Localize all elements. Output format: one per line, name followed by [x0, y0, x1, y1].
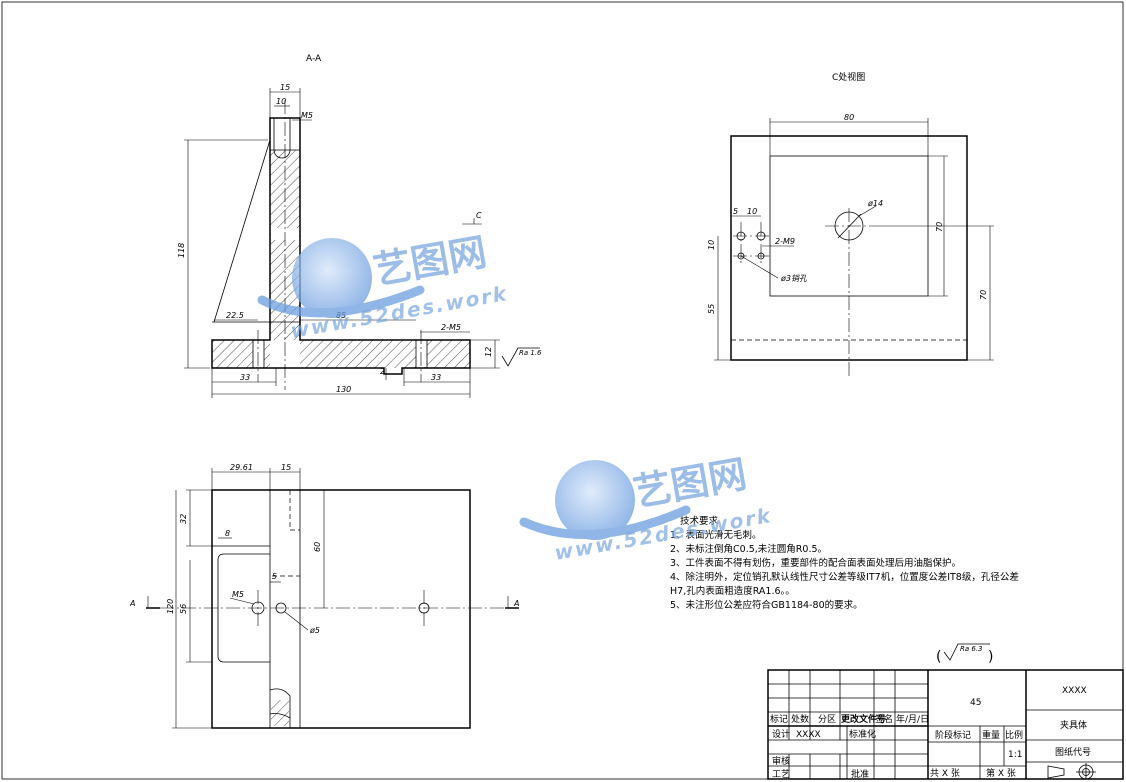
- tb-h-count: 处数: [791, 713, 809, 725]
- dim-flange-left: 22.5: [226, 311, 244, 320]
- plan-view: 29.61 15 32 120 56 8 5 60 M5 ø5 A A: [129, 463, 519, 729]
- section-aa-title: A-A: [306, 54, 322, 64]
- svg-text:(: (: [936, 649, 941, 665]
- dim-right-bolt: 33: [431, 373, 441, 382]
- dim-left-32: 32: [179, 514, 188, 524]
- tb-drawing-no-label: 图纸代号: [1055, 746, 1091, 758]
- dim-pocket-8: 8: [225, 529, 230, 538]
- view-c-outline: [730, 135, 968, 361]
- tb-h-date: 年/月/日: [896, 713, 929, 725]
- tech-requirements: 技术要求 1、表面光滑无毛刺。 2、未标注倒角C0.5,未注圆角R0.5。 3、…: [670, 515, 1019, 611]
- roughness-value: Ra 1.6: [519, 349, 542, 357]
- dim-left-120: 120: [166, 599, 175, 614]
- tb-approve-label: 批准: [851, 768, 869, 780]
- general-roughness-value: Ra 6.3: [960, 645, 983, 653]
- dim-mid-5: 5: [272, 572, 277, 581]
- tb-scale-value: 1:1: [1008, 750, 1022, 760]
- dim-off-5: 5: [733, 207, 738, 216]
- tb-review-label: 审核: [772, 755, 790, 767]
- flange-right-hatch: [300, 340, 470, 368]
- watermark-globe-icon: [257, 238, 425, 318]
- tech-item-2: 2、未标注倒角C0.5,未注圆角R0.5。: [670, 543, 827, 555]
- dim-total-width: 130: [336, 385, 351, 394]
- tb-h-zone: 分区: [818, 714, 836, 725]
- tech-item-5: H7,孔内表面粗造度RA1.6。。: [670, 585, 795, 597]
- tb-stage-label: 阶段标记: [935, 729, 971, 741]
- dim-left-56: 56: [179, 604, 188, 614]
- tb-sheets: 共 X 张: [930, 768, 960, 779]
- dim-height: 118: [177, 243, 186, 258]
- dim-top-right: 15: [281, 463, 291, 472]
- tech-item-1: 1、表面光滑无毛刺。: [670, 529, 762, 541]
- section-outline: [211, 117, 471, 375]
- tb-design-label: 设计: [772, 728, 790, 740]
- tb-h-sign: 签名: [875, 713, 893, 725]
- tb-scale-label: 比例: [1005, 729, 1023, 741]
- dim-pocket-height: 70: [935, 222, 944, 232]
- roughness-symbol: [501, 347, 540, 367]
- tb-code-top: XXXX: [1062, 686, 1087, 696]
- dim-hole-depth: 10: [276, 97, 286, 106]
- tb-sheet-no: 第 X 张: [986, 767, 1016, 779]
- tb-design-value: XXXX: [796, 730, 821, 740]
- cut-label-c: C: [476, 211, 482, 220]
- tb-craft-label: 工艺: [772, 769, 790, 780]
- view-c: C处视图 80 ø14 5 10 2-M9 ø3销孔 10 55: [707, 71, 994, 378]
- section-aa-view: A-A 15 10 M5 1: [177, 54, 542, 398]
- tb-part-name: 夹具体: [1060, 719, 1087, 731]
- view-c-title: C处视图: [832, 71, 865, 83]
- dim-thread: M5: [232, 590, 244, 599]
- dim-right-70: 70: [979, 290, 988, 300]
- tech-item-6: 5、未注形位公差应符合GB1184-80的要求。: [670, 599, 863, 611]
- projection-symbol-icon: [1047, 763, 1096, 780]
- dim-thread-base: 2-M5: [441, 323, 461, 332]
- tb-material: 45: [970, 698, 981, 708]
- section-mark-left: A: [129, 599, 135, 608]
- tech-item-4: 4、除注明外，定位销孔默认线性尺寸公差等级IT7机，位置度公差IT8级，孔径公差: [670, 571, 1019, 583]
- dim-left-10: 10: [707, 240, 716, 250]
- watermark-globe-icon: [519, 460, 691, 540]
- section-mark-right: A: [513, 599, 519, 608]
- tech-item-3: 3、工件表面不得有划伤，重要部件的配合面表面处理后用油脂保护。: [670, 557, 961, 569]
- dim-base-thickness: 12: [484, 347, 493, 357]
- plan-outline: [211, 489, 471, 729]
- dim-left-55: 55: [707, 304, 716, 314]
- tb-h-mark: 标记: [770, 713, 788, 725]
- tb-standard-label: 标准化: [849, 728, 876, 740]
- watermark-brand-2: 艺图网: [630, 452, 750, 515]
- general-roughness: ( Ra 6.3 ): [936, 643, 993, 665]
- tb-weight-label: 重量: [982, 729, 1000, 741]
- dim-threads: 2-M9: [775, 237, 795, 246]
- dim-thread-top: M5: [301, 111, 313, 120]
- dim-left-bolt: 33: [240, 373, 250, 382]
- dim-depth-60: 60: [313, 542, 322, 552]
- dim-top-left: 29.61: [230, 463, 253, 472]
- tb-h-change: 更改文件号: [841, 713, 886, 725]
- dim-bore: ø14: [867, 199, 883, 208]
- dim-groove: 2: [380, 367, 385, 376]
- dim-top-width: 15: [280, 83, 290, 92]
- dim-pocket-width: 80: [844, 113, 854, 122]
- tech-title: 技术要求: [680, 515, 719, 527]
- dim-hole: ø5: [309, 626, 320, 635]
- watermark-brand-1: 艺图网: [370, 230, 490, 293]
- dim-off-10: 10: [747, 207, 757, 216]
- svg-text:): ): [988, 649, 993, 665]
- dim-pin: ø3销孔: [780, 274, 808, 283]
- title-block: 标记 处数 分区 更改文件号 签名 年/月/日 设计 XXXX 标准化 审核 工…: [767, 669, 1124, 780]
